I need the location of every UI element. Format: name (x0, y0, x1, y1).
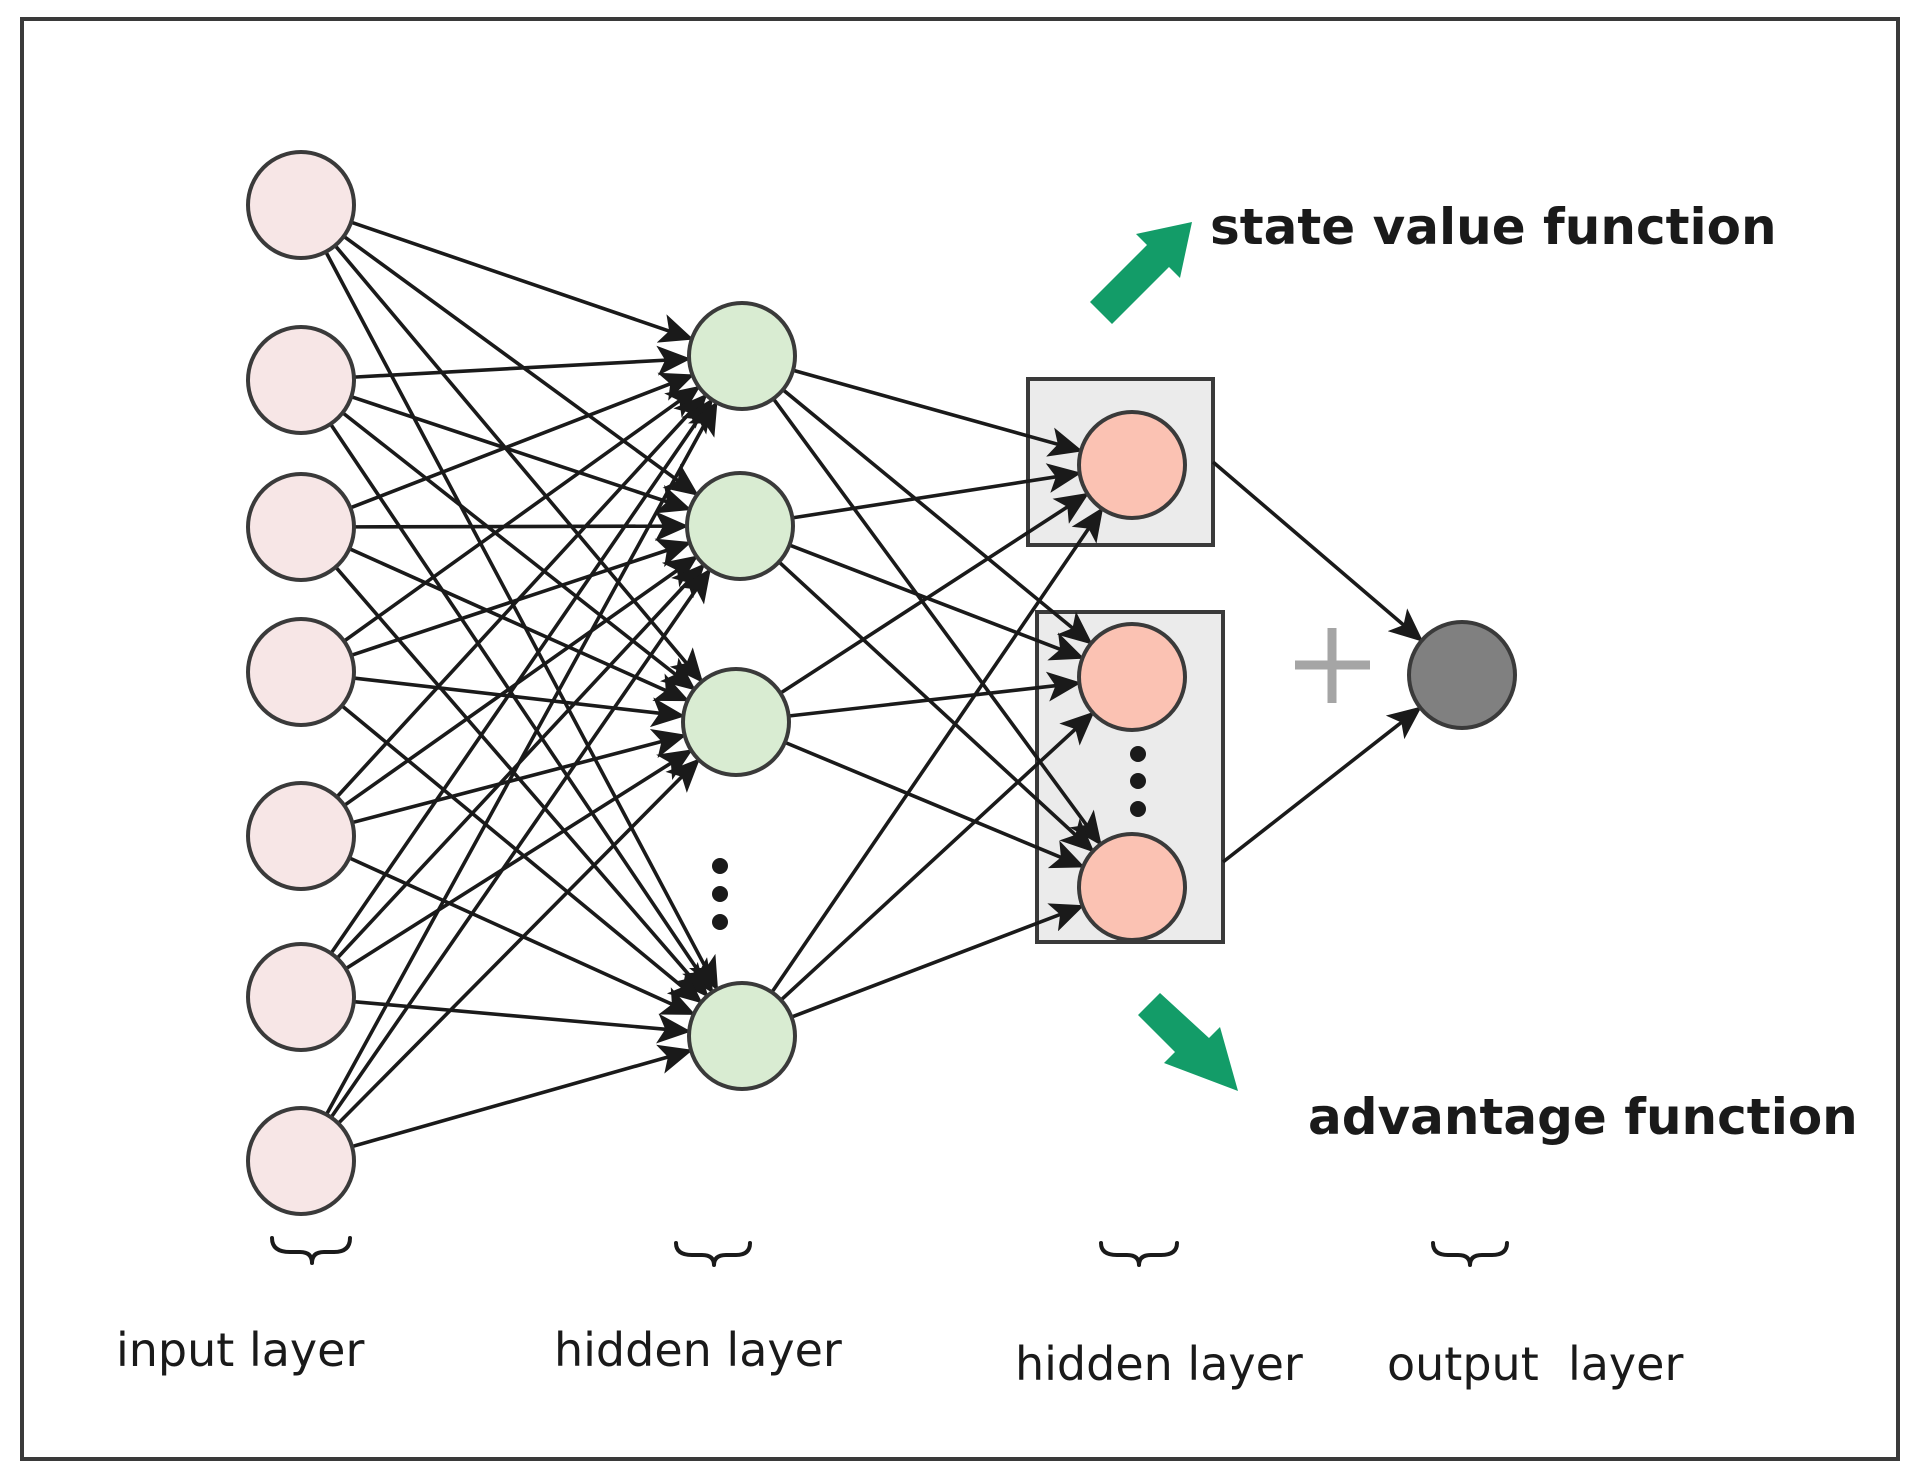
connection-hidden1-hidden2 (770, 507, 1104, 994)
connection-input-hidden1 (335, 393, 708, 799)
plus-icon (1295, 628, 1370, 703)
connection-hidden1-hidden2 (779, 492, 1090, 695)
hidden-layer-2-label: hidden layer (1015, 1337, 1303, 1391)
connection-input-hidden1 (353, 345, 692, 379)
connection-hidden1-hidden2 (792, 368, 1083, 457)
connection-hidden1-hidden2 (784, 740, 1085, 869)
hidden-layer-1-node (687, 301, 797, 411)
input-node (246, 325, 356, 435)
connection-input-hidden1 (351, 729, 687, 825)
connection-input-hidden1 (333, 244, 704, 683)
connection-input-hidden1 (350, 220, 694, 343)
connections (324, 220, 1424, 1149)
input-node (246, 781, 356, 891)
arrow-down-right-icon (1138, 993, 1238, 1091)
connection-input-hidden1 (329, 567, 711, 1119)
output-node (1407, 620, 1517, 730)
output-layer-nodes (1407, 620, 1517, 730)
connection-advantage-output (1221, 706, 1422, 864)
connection-input-hidden1 (348, 547, 690, 702)
connection-hidden1-hidden2 (771, 397, 1102, 846)
connection-hidden1-hidden2 (788, 671, 1082, 718)
connection-input-hidden1 (349, 372, 695, 510)
input-node (246, 150, 356, 260)
output-layer-brace (1431, 1241, 1509, 1267)
connection-hidden1-hidden2 (777, 560, 1095, 853)
connection-input-hidden1 (343, 385, 701, 643)
connection-value-output (1211, 460, 1424, 642)
hidden-layer-2-node (1077, 832, 1187, 942)
input-node (246, 1106, 356, 1216)
connection-hidden1-hidden2 (790, 903, 1085, 1019)
input-layer-brace (270, 1236, 352, 1265)
advantage-function-label: advantage function (1308, 1088, 1858, 1146)
connection-input-hidden1 (350, 395, 692, 514)
hidden-layer-1-label: hidden layer (554, 1323, 842, 1377)
hidden-layer-2-node (1077, 410, 1187, 520)
vertical-ellipsis-icon (712, 858, 728, 930)
output-layer-label: output layer (1387, 1337, 1683, 1391)
arrow-up-right-icon (1090, 222, 1192, 324)
connection-input-hidden1 (353, 676, 686, 728)
connection-hidden1-hidden2 (792, 463, 1082, 520)
hidden-layer-1-nodes (681, 301, 797, 1091)
input-layer-label: input layer (116, 1323, 364, 1377)
state-value-function-label: state value function (1210, 198, 1777, 256)
input-node (246, 942, 356, 1052)
input-node (246, 472, 356, 582)
input-layer-nodes (246, 150, 356, 1216)
hidden-layer-1-brace (674, 1241, 752, 1267)
connection-hidden1-hidden2 (788, 543, 1085, 661)
connection-input-hidden1 (353, 999, 692, 1044)
diagram-frame (20, 17, 1900, 1461)
hidden-layer-2-node (1077, 622, 1187, 732)
hidden-layer-2-nodes (1077, 410, 1187, 942)
connection-input-hidden1 (337, 758, 701, 1125)
connection-input-hidden1 (334, 565, 709, 998)
vertical-ellipsis-icon (1130, 746, 1146, 817)
connection-input-hidden1 (324, 400, 718, 1116)
hidden-layer-1-node (681, 667, 791, 777)
connection-hidden1-hidden2 (779, 711, 1095, 1002)
connection-input-hidden1 (351, 1044, 693, 1149)
hidden-layer-1-node (687, 981, 797, 1091)
connection-input-hidden1 (340, 704, 703, 1004)
hidden-layer-2-brace (1099, 1241, 1179, 1267)
connection-input-hidden1 (329, 422, 714, 994)
connection-input-hidden1 (329, 398, 714, 955)
connection-input-hidden1 (344, 749, 693, 971)
connection-input-hidden1 (341, 411, 696, 691)
connection-input-hidden1 (342, 234, 699, 496)
hidden-layer-1-node (685, 471, 795, 581)
input-node (246, 617, 356, 727)
connection-input-hidden1 (353, 511, 690, 542)
